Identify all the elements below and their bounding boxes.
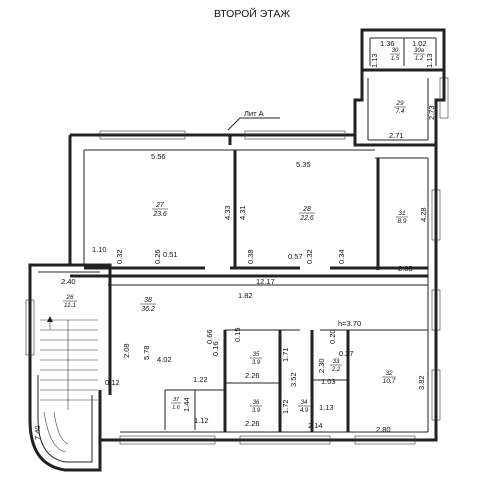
dimension-label: 4.02 (157, 355, 172, 364)
room-area: 1.6 (172, 405, 181, 411)
dimension-label: 1.13 (425, 53, 434, 68)
room-36: 36 3.9 (250, 400, 262, 414)
room-number: 35 (253, 352, 260, 358)
room-number: 33 (333, 359, 340, 365)
dimension-labels: 1.36 1.02 1.13 1.13 2.73 2.71 5.56 5.35 … (33, 39, 436, 440)
room-32: 32 10.7 (382, 370, 396, 385)
lit-label: Лит А (244, 109, 264, 118)
dimension-label: 5.78 (142, 345, 151, 360)
room-number: 32 (385, 370, 393, 377)
room-37: 37 1.6 (171, 397, 181, 411)
room-29: 29 7.4 (394, 100, 406, 115)
plan-title: ВТОРОЙ ЭТАЖ (214, 7, 290, 20)
dimension-label: 0.38 (246, 249, 255, 264)
room-area: 1.5 (391, 56, 400, 62)
dimension-label: 0.32 (115, 249, 124, 264)
dimension-label: 0.26 (153, 249, 162, 264)
dimension-label: 0.32 (305, 249, 314, 264)
dimension-label: 3.82 (417, 375, 426, 390)
room-38: 38 36.2 (140, 297, 156, 313)
dimension-label: 0.27 (339, 349, 354, 358)
dimension-label: 0.57 (288, 252, 303, 261)
dimension-label: 4.33 (223, 205, 232, 220)
dimension-label: 1.36 (380, 39, 395, 48)
dimension-label: 4.28 (419, 207, 428, 222)
room-31: 31 8.9 (396, 210, 408, 225)
room-area: 7.4 (395, 108, 404, 115)
room-number: 28 (302, 206, 311, 213)
room-area: 3.9 (252, 408, 261, 414)
lit-marker: Лит А (227, 109, 280, 131)
room-33: 33 2.2 (330, 359, 342, 373)
room-number: 36 (253, 400, 260, 406)
dimension-label: 1.72 (281, 399, 290, 414)
dimension-label: 0.16 (211, 341, 220, 356)
room-35: 35 3.9 (250, 352, 262, 366)
room-number: 30a (414, 48, 425, 54)
dimension-label: 0.66 (205, 329, 214, 344)
room-area: 2.2 (331, 367, 341, 373)
room-34: 34 4.9 (298, 400, 310, 414)
room-area: 1.2 (415, 56, 424, 62)
dimension-label: 5.35 (296, 160, 311, 169)
dimension-label: 1.13 (319, 403, 334, 412)
dimension-label: 0.12 (105, 378, 120, 387)
walls (28, 28, 446, 472)
dimension-label: 2.14 (308, 421, 323, 430)
dimension-label: 1.12 (194, 416, 209, 425)
room-area: 11.1 (64, 302, 77, 309)
dimension-label: 1.82 (238, 291, 253, 300)
dimension-label: 1.71 (281, 347, 290, 362)
room-30a: 30a 1.2 (413, 48, 425, 62)
dimension-label: 1.13 (370, 53, 379, 68)
room-number: 38 (144, 297, 152, 304)
dimension-label: 3.52 (289, 372, 298, 387)
room-number: 30 (392, 48, 399, 54)
dimension-label: 1.44 (182, 397, 191, 412)
dimension-label: 0.34 (337, 249, 346, 264)
dimension-label: 2.08 (122, 343, 131, 358)
room-area: 3.9 (252, 360, 261, 366)
dimension-label: 2.71 (389, 131, 404, 140)
room-number: 26 (65, 294, 74, 301)
room-number: 34 (301, 400, 308, 406)
dimension-label: 4.31 (238, 205, 247, 220)
dimension-label: 7.40 (33, 425, 42, 440)
room-30: 30 1.5 (390, 48, 400, 62)
room-area: 22.6 (299, 215, 314, 222)
dimension-label: 2.80 (376, 425, 391, 434)
dimension-label: 2.26 (245, 419, 260, 428)
ceiling-height: h=3.70 (338, 319, 361, 328)
dimension-label: 1.22 (193, 375, 208, 384)
room-labels: 27 23.6 28 22.6 29 7.4 30 1.5 30a 1.2 31… (63, 48, 425, 414)
room-26: 26 11.1 (63, 294, 77, 309)
dimension-label: 0.51 (163, 250, 178, 259)
room-area: 36.2 (141, 306, 155, 313)
dimension-label: 1.02 (412, 39, 427, 48)
room-27: 27 23.6 (152, 202, 168, 218)
dimension-label: 2.08 (398, 264, 413, 273)
room-number: 27 (155, 202, 165, 209)
dimension-label: 2.40 (61, 277, 76, 286)
dimension-label: 1.03 (321, 377, 336, 386)
dimension-label: 2.30 (317, 358, 326, 373)
dimension-label: 2.26 (245, 371, 260, 380)
room-area: 8.9 (397, 218, 406, 225)
room-number: 29 (395, 100, 404, 107)
dimension-label: 5.56 (151, 152, 166, 161)
room-area: 10.7 (383, 378, 396, 385)
room-area: 4.9 (300, 408, 309, 414)
room-area: 23.6 (152, 211, 167, 218)
dimension-label: 12.17 (256, 277, 275, 286)
staircase-treads (40, 316, 98, 453)
windows (25, 77, 449, 445)
dimension-label: 0.15 (233, 327, 242, 342)
room-number: 37 (173, 397, 180, 403)
dimension-label: 0.20 (328, 329, 337, 344)
room-number: 31 (398, 210, 406, 217)
room-28: 28 22.6 (299, 206, 315, 222)
dimension-label: 2.73 (427, 105, 436, 120)
dimension-label: 1.10 (92, 245, 107, 254)
